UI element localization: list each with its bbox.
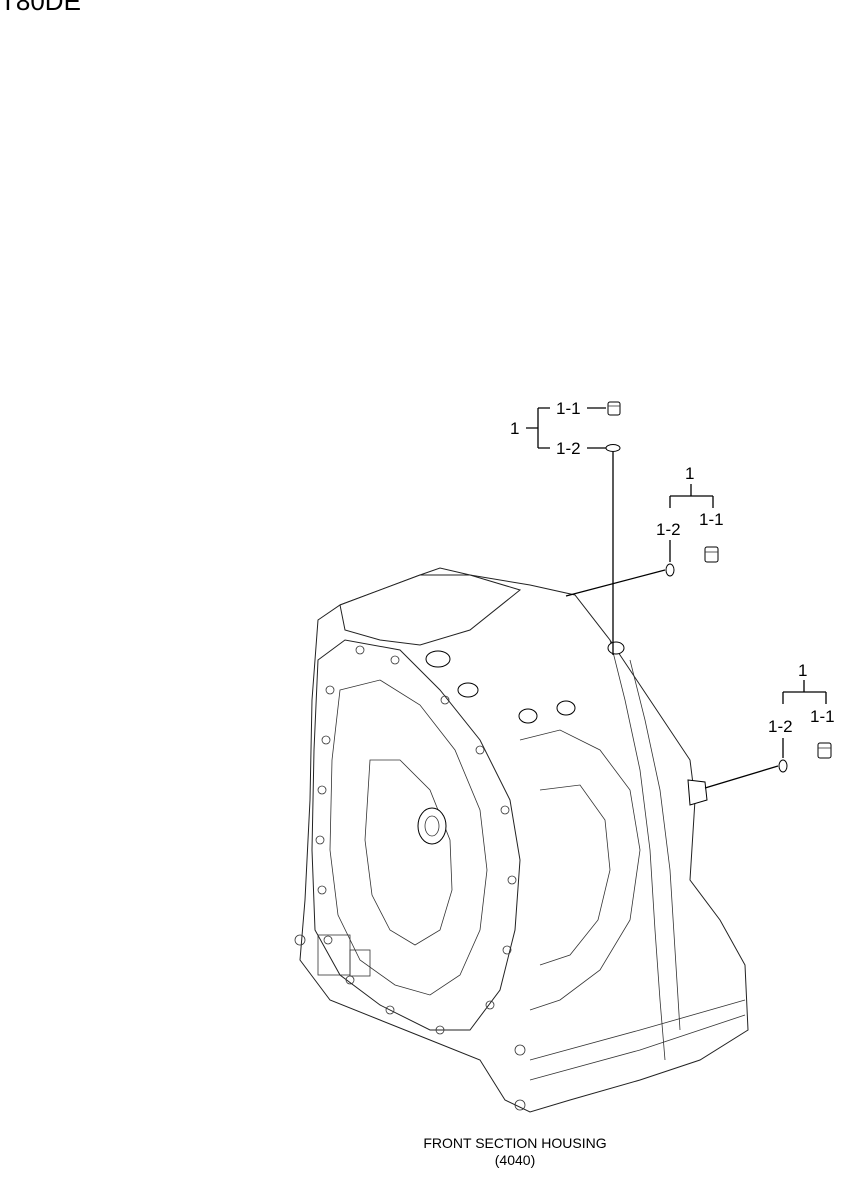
diagram-caption-code: (4040): [494, 1152, 536, 1168]
callout-right-item-label: 1-1: [810, 707, 835, 726]
gasket-icon: [665, 563, 675, 577]
callout-right-group-label: 1: [798, 661, 807, 680]
plug-icon: [607, 401, 621, 416]
front-section-housing-illustration: [294, 567, 749, 1113]
callout-middle-item-label: 1-1: [699, 510, 724, 529]
callout-top-group-label: 1: [510, 419, 519, 438]
callout-top-item-label: 1-2: [556, 439, 581, 458]
model-code: T80DE: [0, 0, 81, 16]
callout-right-item-label: 1-2: [768, 717, 793, 736]
plug-icon: [817, 742, 832, 759]
callout-top-item-label: 1-1: [556, 399, 581, 418]
callout-group-top: [526, 401, 621, 655]
callout-group-right: [704, 680, 832, 789]
callout-middle-group-label: 1: [685, 464, 694, 483]
callout-group-middle: [565, 484, 719, 597]
callout-middle-item-label: 1-2: [656, 520, 681, 539]
diagram-caption-title: FRONT SECTION HOUSING: [423, 1135, 607, 1151]
gasket-icon: [605, 444, 621, 452]
plug-icon: [704, 546, 719, 563]
gasket-icon: [778, 759, 788, 773]
